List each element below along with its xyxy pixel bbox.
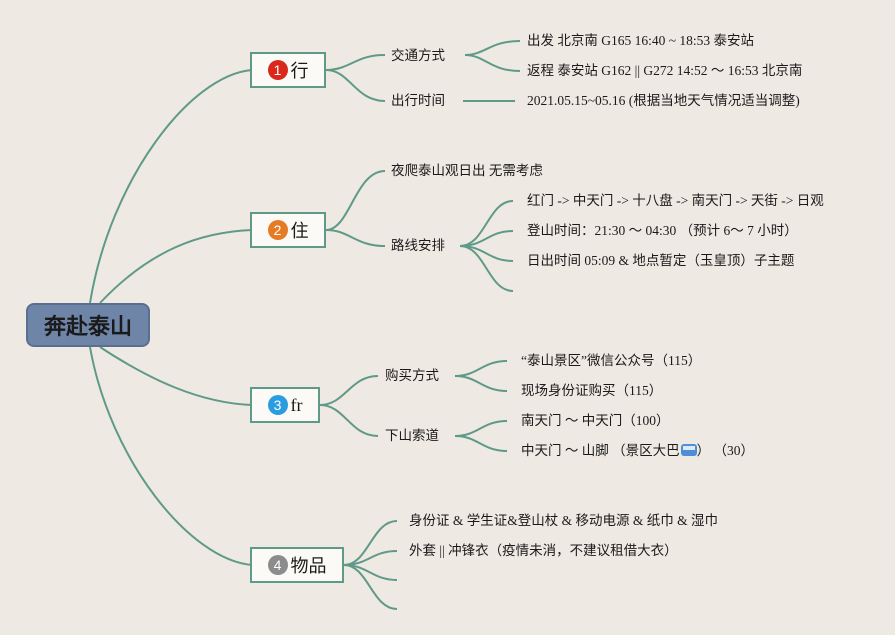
topic-purchase[interactable]: 购买方式 — [385, 368, 439, 383]
link-root-b4 — [89, 346, 253, 566]
topic-cable-lower-post: ） （30） — [696, 443, 754, 458]
branch-fr-label: fr — [290, 394, 303, 415]
badge-1-icon: 1 — [267, 60, 288, 80]
link-root-b3 — [99, 346, 253, 406]
link-b3s1-b — [454, 375, 508, 392]
branch-travel[interactable]: 1 行 — [250, 52, 326, 88]
link-b3-sub2 — [319, 404, 379, 437]
badge-4-icon: 4 — [267, 555, 288, 575]
link-root-b2 — [99, 229, 253, 304]
link-b1s1-b — [464, 54, 521, 72]
topic-depart[interactable]: 出发 北京南 G165 16:40 ~ 18:53 泰安站 — [527, 33, 755, 48]
topic-climb-time[interactable]: 登山时间：21:30 ～ 04:30 （预计 6～ 7 小时） — [527, 223, 798, 238]
link-b1-sub2 — [325, 69, 386, 102]
root-topic[interactable]: 奔赴泰山 — [26, 303, 150, 347]
link-b3s1-a — [454, 360, 508, 377]
branch-items-label: 物品 — [290, 556, 327, 577]
link-root-b1 — [89, 69, 253, 304]
topic-jacket[interactable]: 外套 || 冲锋衣（疫情未消，不建议租借大衣） — [409, 543, 678, 558]
root-topic-label: 奔赴泰山 — [43, 315, 132, 340]
topic-return[interactable]: 返程 泰安站 G162 || G272 14:52 ～ 16:53 北京南 — [527, 63, 803, 78]
topic-cable-lower-pre: 中天门 ～ 山脚 （景区大巴 — [521, 443, 680, 458]
branch-items[interactable]: 4 物品 — [250, 547, 344, 583]
link-b4-d — [343, 564, 398, 610]
branch-fr[interactable]: 3 fr — [250, 387, 320, 423]
link-b3s2-a — [454, 420, 508, 437]
branch-travel-label: 行 — [290, 61, 309, 82]
branch-stay-label: 住 — [290, 221, 309, 242]
topic-wechat[interactable]: “泰山景区”微信公众号（115） — [521, 353, 702, 368]
topic-dates[interactable]: 2021.05.15~05.16 (根据当地天气情况适当调整) — [527, 93, 800, 108]
link-b2s2-d — [459, 245, 514, 292]
topic-cable-lower[interactable]: 中天门 ～ 山脚 （景区大巴 ） （30） — [521, 442, 754, 460]
topic-documents[interactable]: 身份证 & 学生证&登山杖 & 移动电源 & 纸巾 & 湿巾 — [409, 513, 719, 528]
link-b1s1-a — [464, 40, 521, 56]
link-b2-sub1 — [325, 170, 386, 231]
link-b1-sub1 — [325, 54, 386, 71]
link-b3-sub1 — [319, 375, 379, 406]
badge-2-icon: 2 — [267, 220, 288, 240]
topic-travel-time[interactable]: 出行时间 — [391, 93, 445, 108]
link-b3s2-b — [454, 435, 508, 452]
bus-icon — [680, 444, 697, 456]
topic-onsite[interactable]: 现场身份证购买（115） — [521, 383, 663, 398]
topic-night-climb[interactable]: 夜爬泰山观日出 无需考虑 — [391, 163, 543, 178]
topic-sunrise[interactable]: 日出时间 05:09 & 地点暂定（玉皇顶）子主题 — [527, 253, 795, 268]
badge-3-icon: 3 — [267, 395, 288, 415]
topic-cable-upper[interactable]: 南天门 ～ 中天门（100） — [521, 413, 670, 428]
branch-stay[interactable]: 2 住 — [250, 212, 326, 248]
link-b2-sub2 — [325, 229, 386, 247]
topic-transport[interactable]: 交通方式 — [391, 48, 445, 63]
topic-route[interactable]: 路线安排 — [391, 238, 445, 253]
topic-cableway[interactable]: 下山索道 — [385, 428, 439, 443]
topic-route-path[interactable]: 红门 -> 中天门 -> 十八盘 -> 南天门 -> 天街 -> 日观 — [527, 193, 824, 208]
